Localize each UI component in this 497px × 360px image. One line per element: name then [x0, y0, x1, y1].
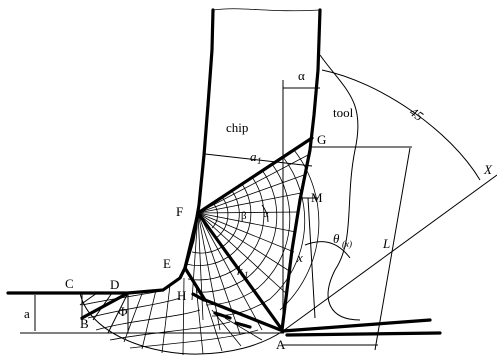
label-k1: k 1	[237, 263, 249, 280]
chip-left-boundary	[6, 8, 215, 295]
point-D: D	[110, 277, 119, 292]
theta-arc	[304, 241, 351, 259]
lower-mesh-region	[79, 266, 285, 356]
x-axis-line	[282, 174, 497, 332]
label-a1: a 1	[250, 149, 262, 166]
tool-lower-edge	[285, 331, 442, 337]
point-E: E	[163, 256, 171, 271]
line-H-A	[203, 298, 285, 333]
label-angle-45: 45	[407, 104, 427, 124]
dimension-L	[374, 147, 411, 351]
label-x-dimension: x	[296, 250, 303, 265]
line-F-A	[196, 211, 285, 333]
label-L: L	[382, 236, 390, 251]
tool-clearance-face	[281, 318, 432, 333]
line-F-E	[183, 211, 200, 270]
label-theta: θ (x)	[333, 231, 352, 249]
chip-right-boundary-tool-face	[280, 8, 322, 332]
dimension-x	[307, 197, 316, 319]
label-beta: β	[241, 210, 247, 222]
svg-text:θ: θ	[333, 231, 340, 246]
marker-dash-1	[191, 292, 206, 302]
point-M: M	[311, 190, 323, 205]
svg-text:1: 1	[244, 270, 249, 280]
point-G: G	[317, 132, 326, 147]
label-phi: Φ	[118, 304, 128, 319]
svg-text:k: k	[237, 263, 243, 278]
alpha-fan-arc	[261, 204, 269, 223]
centered-fan-region	[183, 136, 320, 335]
label-X-axis: X	[483, 162, 493, 177]
label-a: a	[24, 306, 30, 321]
marker-dash-2	[234, 321, 252, 329]
marker-dash-3	[213, 311, 232, 320]
svg-text:(x): (x)	[342, 239, 352, 249]
line-D-B	[80, 291, 130, 320]
svg-text:1: 1	[257, 156, 262, 166]
label-chip: chip	[226, 120, 248, 135]
point-F: F	[176, 204, 183, 219]
label-tool: tool	[333, 105, 354, 120]
point-A: A	[276, 337, 286, 352]
label-alpha-top: α	[298, 68, 305, 83]
svg-text:a: a	[250, 149, 257, 164]
point-B: B	[80, 316, 89, 331]
arc-B-A	[79, 292, 284, 355]
tool-back	[319, 54, 361, 321]
point-H: H	[177, 288, 186, 303]
angle-45-arc	[321, 69, 481, 181]
line-F-G	[196, 136, 314, 215]
label-alpha-fan: α	[263, 208, 269, 220]
point-C: C	[65, 276, 74, 291]
dimension-a1	[204, 153, 313, 167]
chip-top-break	[212, 8, 321, 12]
line-E-H	[183, 266, 207, 302]
